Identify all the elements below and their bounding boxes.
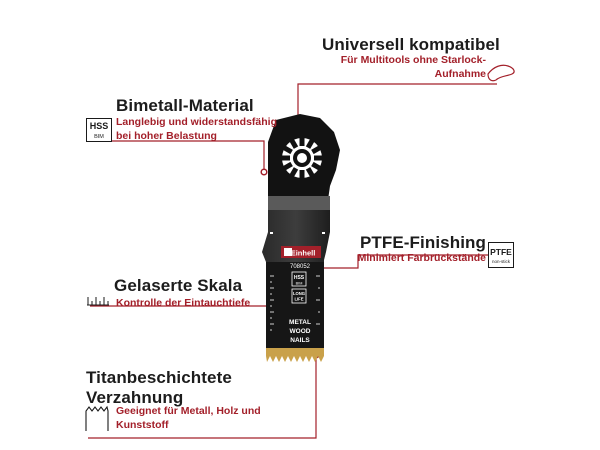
universal-subtitle: Für Multitools ohne Starlock- Aufnahme [341, 53, 486, 81]
brand-name: Einhell [291, 249, 316, 258]
part-number: 708052 [290, 264, 311, 270]
universal-title: Universell kompatibel [322, 35, 500, 54]
bimetal-subtitle-line1: Langlebig und widerstandsfähig [116, 116, 278, 128]
scale-title: Gelaserte Skala [114, 276, 243, 295]
titan-subtitle-line1: Geeignet für Metall, Holz und [116, 405, 261, 417]
svg-text:LONG: LONG [293, 291, 305, 296]
material-label-nails: NAILS [290, 337, 310, 344]
svg-text:HSS: HSS [90, 121, 109, 131]
saw-teeth-icon [85, 405, 109, 431]
material-label-metal: METAL [289, 319, 311, 326]
connector-ptfe [316, 254, 488, 269]
universal-subtitle-line1: Für Multitools ohne Starlock- [340, 54, 486, 66]
bimetal-subtitle-line2: bei hoher Belastung [116, 130, 217, 142]
titanium-teeth [266, 348, 324, 362]
svg-text:non-stick: non-stick [492, 259, 511, 264]
universal-subtitle-line2: Aufnahme [434, 68, 486, 80]
hss-badge [291, 271, 307, 287]
scale-subtitle: Kontrolle der Eintauchtiefe [116, 297, 251, 309]
material-label-wood: WOOD [290, 328, 311, 335]
titan-subtitle: Geeignet für Metall, Holz und Kunststoff [116, 404, 261, 432]
connector-bimetal [88, 140, 265, 170]
multitool-squiggle-icon [487, 64, 515, 82]
scale-ruler-icon [87, 297, 109, 306]
titan-title: Titanbeschichtete Verzahnung [86, 368, 232, 408]
titan-title-line1: Titanbeschichtete [86, 368, 232, 387]
connector-universal [297, 83, 497, 118]
bimetal-subtitle: Langlebig und widerstandsfähig bei hoher… [116, 115, 277, 143]
ptfe-non-stick-icon: PTFE non-stick [488, 242, 514, 268]
svg-text:LIFE: LIFE [294, 297, 303, 302]
svg-text:BIM: BIM [296, 282, 303, 286]
ptfe-subtitle: Minimiert Farbrückstände [357, 252, 486, 264]
ptfe-title: PTFE-Finishing [359, 233, 486, 252]
bimetal-title: Bimetall-Material [116, 96, 254, 115]
svg-text:HSS: HSS [294, 275, 305, 281]
svg-text:PTFE: PTFE [490, 247, 512, 257]
svg-text:BIM: BIM [94, 134, 104, 140]
laser-scale [270, 275, 320, 331]
connector-titan [88, 356, 317, 439]
blade-weld-band [268, 196, 330, 210]
mount-star-hole [281, 137, 323, 179]
hss-bim-icon: HSS BIM [86, 118, 112, 142]
titan-title-line2: Verzahnung [86, 388, 184, 407]
titan-subtitle-line2: Kunststoff [116, 419, 169, 431]
long-life-badge [291, 288, 307, 304]
pointer-dot-bimetal [260, 168, 268, 176]
